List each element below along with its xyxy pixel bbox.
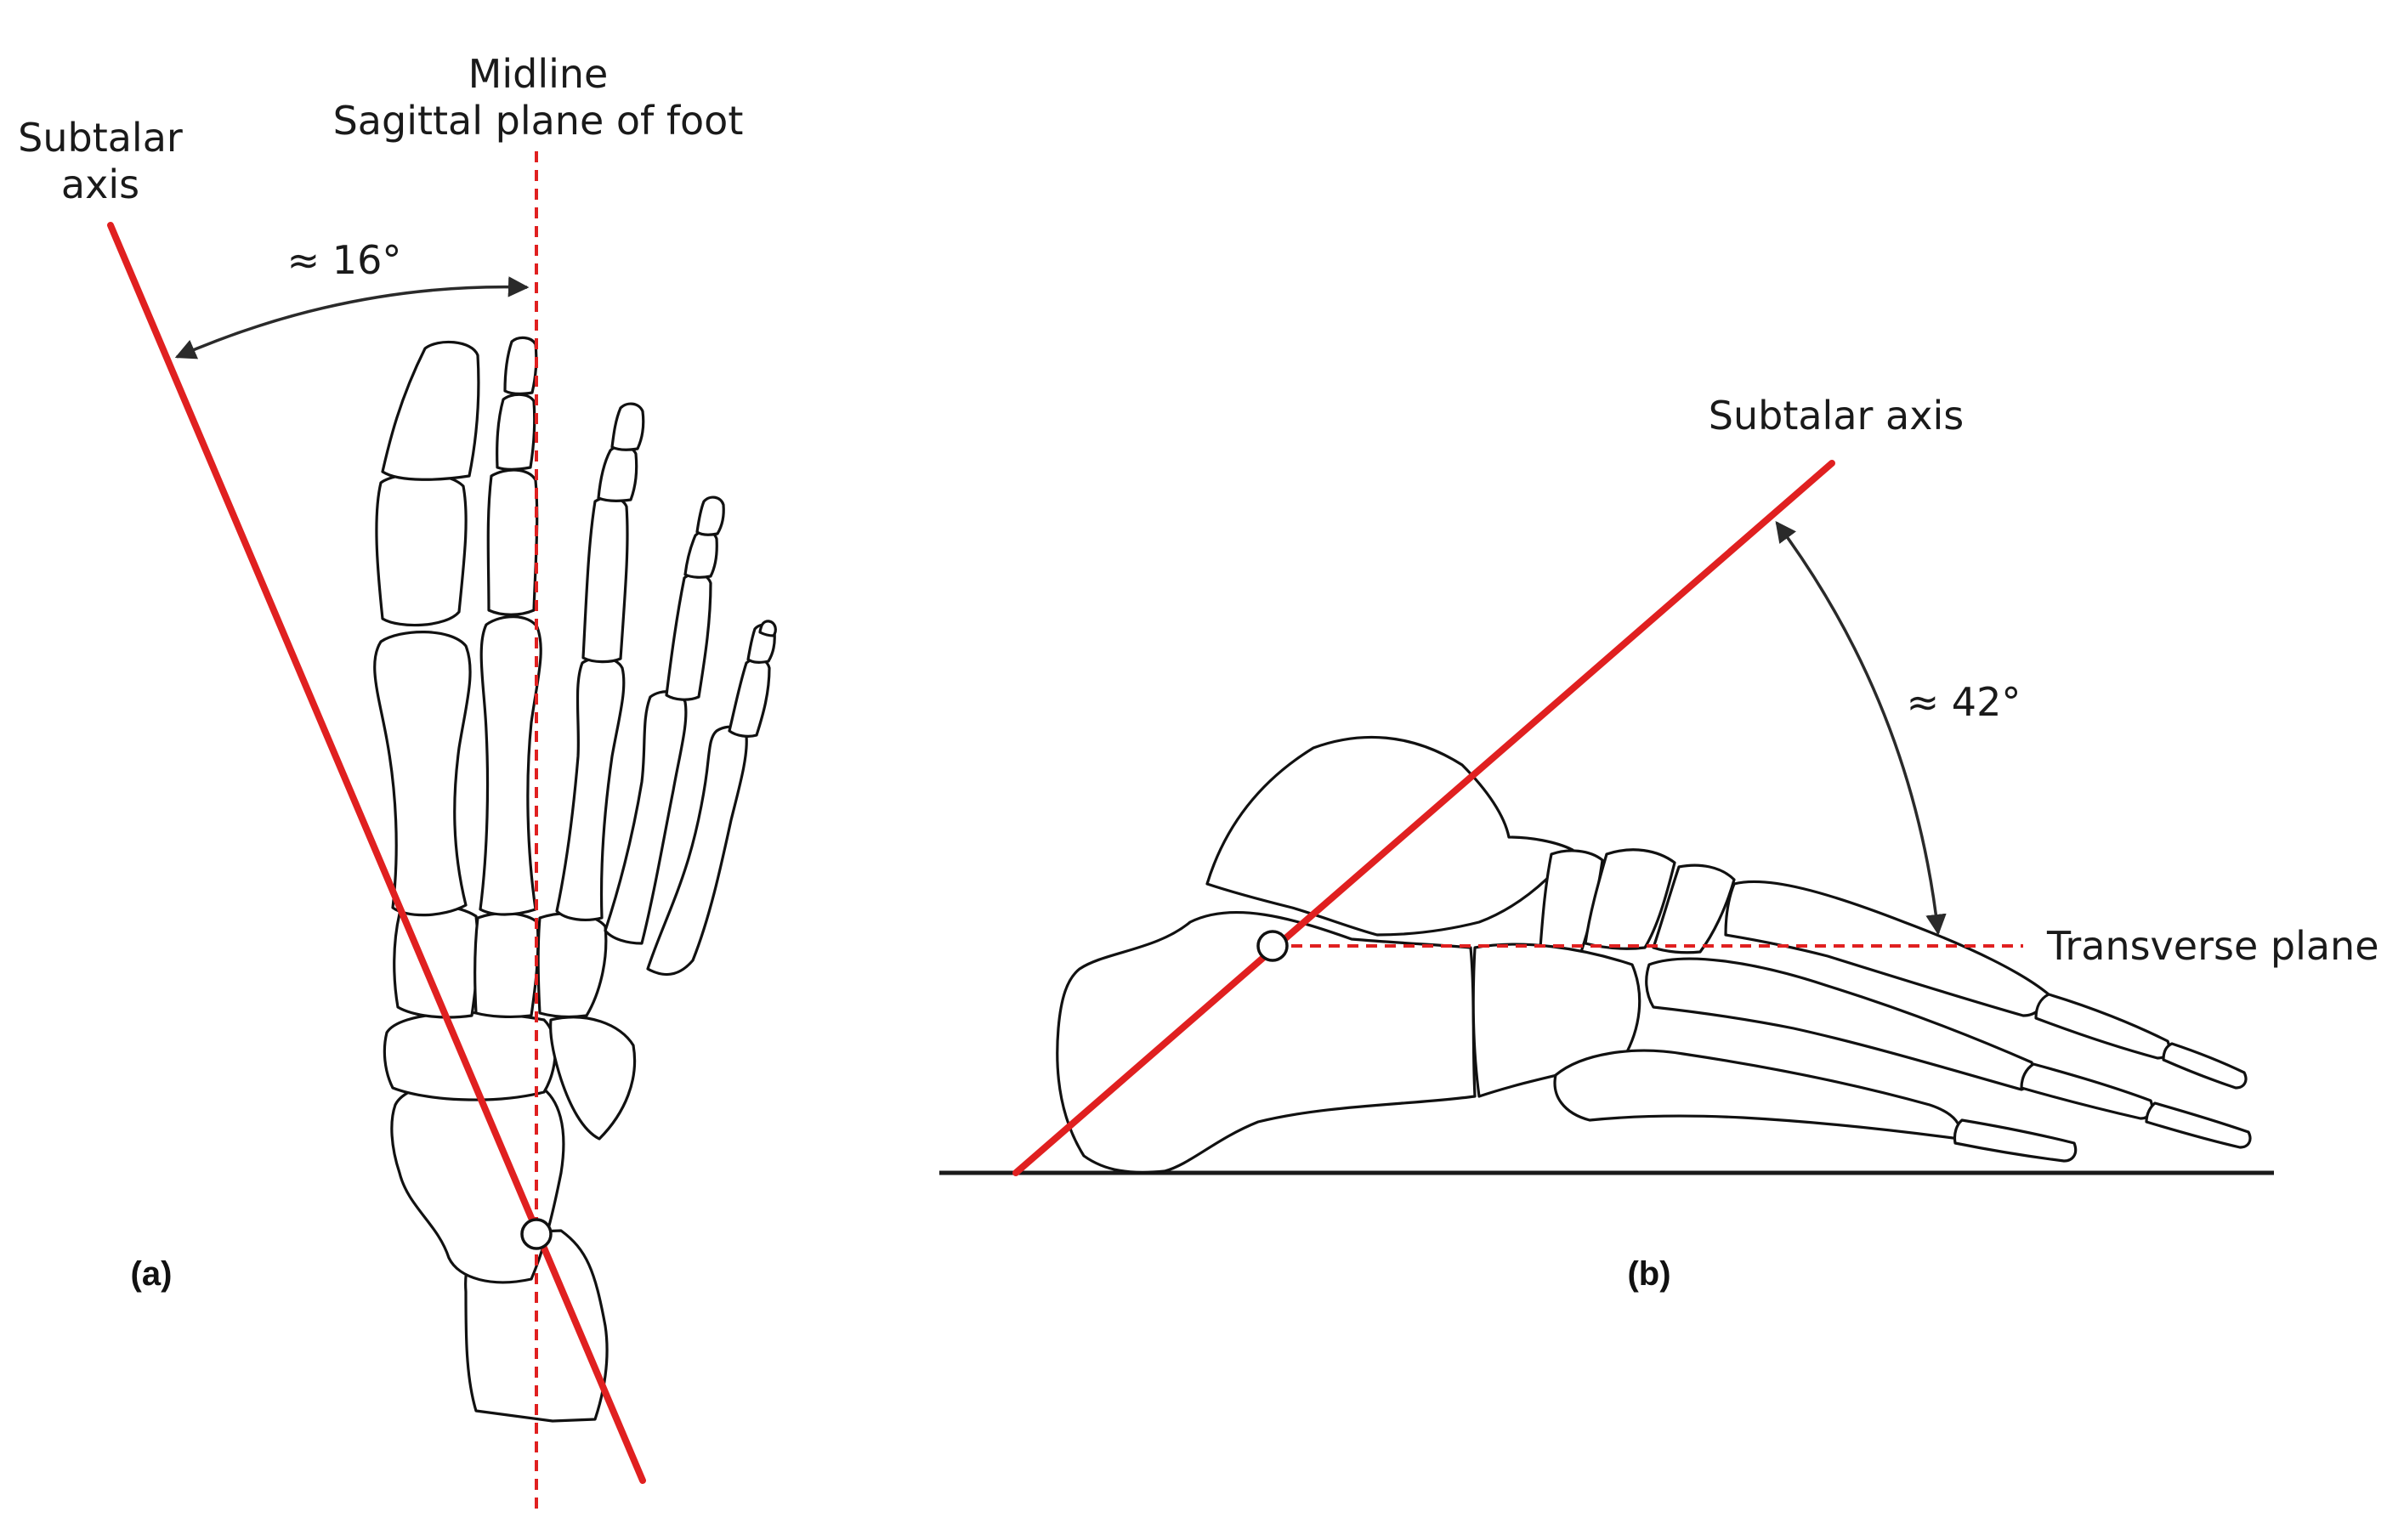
metatarsal-5-bone	[646, 725, 748, 977]
angle-arrow-42	[1775, 521, 1947, 936]
cuneiform-lateral-bone-2	[1652, 863, 1736, 954]
phalanx-lateral-bone-4	[2145, 1101, 2252, 1149]
phalanx-lateral-bone-2	[2162, 1042, 2248, 1090]
angle-label-42: ≈ 42°	[1907, 679, 2021, 725]
lateral-cuneiform-bone	[536, 912, 608, 1019]
toe-4-distal-phalanx-bone	[695, 495, 725, 536]
talus-lateral-bone	[1205, 735, 1574, 937]
phalanx-lateral-bone-5	[1953, 1118, 2078, 1163]
panel-label-b: (b)	[1627, 1255, 1670, 1293]
transverse-plane-label: Transverse plane	[2046, 923, 2379, 969]
metatarsal-3-bone	[555, 656, 626, 921]
toe-4-proximal-phalanx-bone	[665, 572, 712, 701]
panel-label-a: (a)	[131, 1255, 173, 1293]
subtalar-axis-label-a-line2: axis	[61, 161, 139, 207]
toe-5-distal-phalanx-bone	[758, 620, 777, 637]
subtalar-joint-pivot-b	[1256, 930, 1289, 962]
panel-b: Subtalar axis ≈ 42° Transverse plane (b)	[939, 393, 2379, 1293]
subtalar-axis-label-b: Subtalar axis	[1709, 393, 1964, 439]
panel-a: Subtalar axis Midline Sagittal plane of …	[18, 51, 777, 1509]
toe-2-distal-phalanx-bone	[503, 336, 538, 395]
metatarsal-4-bone	[604, 690, 688, 945]
hallux-proximal-phalanx-bone	[375, 473, 468, 627]
toe-5-proximal-phalanx-bone	[728, 657, 771, 738]
cuboid-bone	[549, 1016, 637, 1141]
toe-2-proximal-phalanx-bone	[486, 468, 539, 616]
angle-arrow-16	[174, 276, 530, 360]
toe-3-distal-phalanx-bone	[610, 402, 645, 451]
subtalar-axis-line-a	[107, 222, 646, 1484]
subtalar-axis-label-a-line1: Subtalar	[18, 115, 183, 161]
midline-label-line2: Sagittal plane of foot	[333, 98, 744, 144]
navicular-bone	[383, 1011, 557, 1101]
foot-lateral-skeleton	[1056, 735, 2252, 1174]
cuneiform-lateral-bone-1	[1584, 848, 1676, 950]
phalanx-lateral-bone-1	[2034, 993, 2171, 1060]
subtalar-axis-line-b	[1012, 460, 1835, 1176]
intermediate-cuneiform-bone	[473, 912, 540, 1019]
calcaneus-lateral-bone	[1056, 910, 1477, 1174]
phalanx-lateral-bone-3	[2020, 1062, 2154, 1120]
toe-2-middle-phalanx-bone	[496, 393, 536, 471]
metatarsal-1-bone	[373, 631, 472, 917]
metatarsal-2-bone	[479, 615, 542, 916]
midline-label-line1: Midline	[468, 51, 609, 97]
metatarsal-lateral-bone-2	[1645, 957, 2035, 1091]
hallux-distal-phalanx-bone	[381, 340, 480, 481]
toe-3-proximal-phalanx-bone	[581, 495, 629, 664]
toe-4-middle-phalanx-bone	[683, 529, 718, 579]
foot-dorsal-skeleton	[373, 336, 777, 1423]
angle-label-16: ≈ 16°	[287, 237, 402, 283]
toe-3-middle-phalanx-bone	[597, 444, 638, 502]
metatarsal-lateral-bone-3	[1553, 1049, 1962, 1141]
subtalar-joint-pivot-a	[520, 1218, 553, 1250]
